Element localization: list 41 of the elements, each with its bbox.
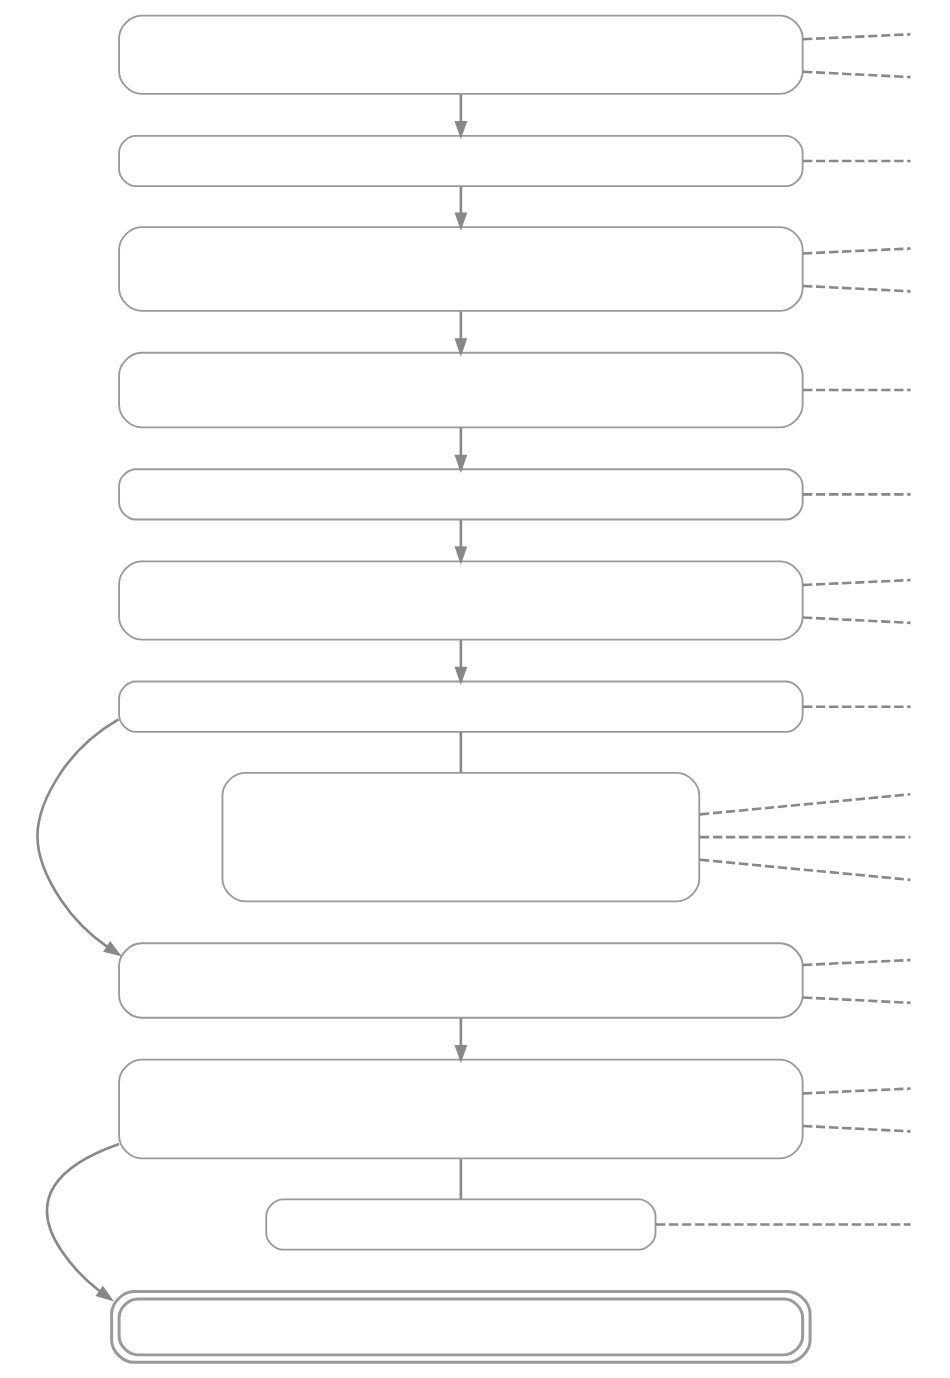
node-box <box>118 560 804 641</box>
arrow <box>454 427 468 474</box>
arrow <box>36 718 122 957</box>
connector <box>802 247 911 255</box>
connector <box>655 1223 911 1226</box>
connector <box>802 616 911 625</box>
connector <box>802 996 911 1005</box>
node-box <box>221 771 701 903</box>
connector <box>459 731 463 773</box>
arrow <box>454 640 468 685</box>
arrow <box>454 186 468 231</box>
connector <box>459 1159 463 1200</box>
node-box <box>118 1058 804 1160</box>
node-box <box>118 14 804 95</box>
connector <box>802 70 911 79</box>
node-box <box>118 680 804 733</box>
node-box <box>118 134 804 188</box>
arrow <box>454 1018 468 1064</box>
connector <box>802 578 911 587</box>
connector <box>802 33 911 41</box>
node-box <box>118 226 804 312</box>
arrow <box>45 1142 120 1302</box>
connector <box>699 858 911 882</box>
connector <box>699 835 911 839</box>
node-box <box>118 942 804 1019</box>
arrow <box>454 94 468 140</box>
connector <box>802 493 911 496</box>
arrow <box>454 519 468 565</box>
connector <box>802 958 911 967</box>
connector <box>802 1087 911 1095</box>
node-box <box>110 1290 812 1364</box>
node-box <box>118 351 804 429</box>
connector <box>802 1124 911 1133</box>
connector <box>699 792 911 816</box>
arrow <box>454 311 468 357</box>
connector <box>802 284 911 293</box>
node-box <box>118 468 804 521</box>
connector <box>802 159 911 163</box>
connector <box>802 388 911 392</box>
node-box <box>265 1198 657 1251</box>
connector <box>802 705 911 708</box>
